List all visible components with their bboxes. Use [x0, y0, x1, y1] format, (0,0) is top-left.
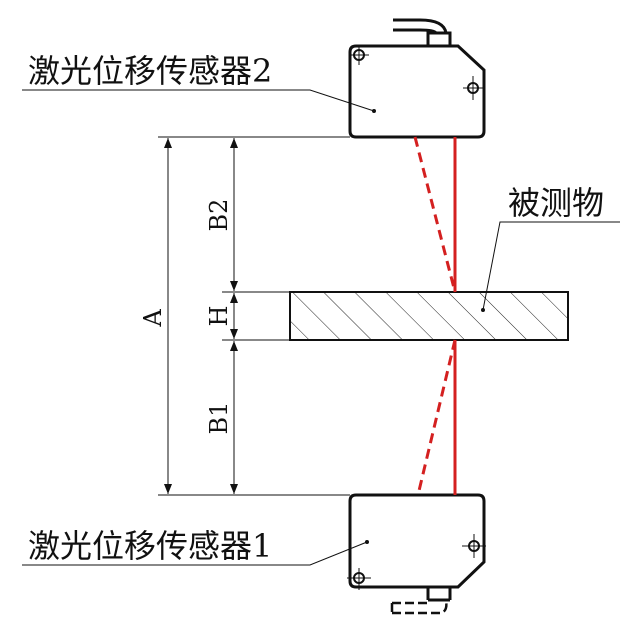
- laser-beams: [413, 136, 457, 496]
- sensor-2-label: 激光位移传感器2: [28, 52, 272, 90]
- sensor-2: [348, 18, 486, 139]
- dim-h-label: H: [205, 306, 233, 327]
- object-label: 被测物: [508, 184, 604, 222]
- sensor-1: [347, 493, 486, 615]
- leader-lines: [22, 89, 620, 566]
- dim-b1-label: B1: [205, 402, 233, 435]
- sensor-1-label: 激光位移传感器1: [28, 527, 272, 565]
- dim-a-label: A: [139, 309, 167, 328]
- dim-b2-label: B2: [205, 199, 233, 232]
- dimension-lines: [158, 136, 350, 496]
- measured-object: [289, 291, 569, 341]
